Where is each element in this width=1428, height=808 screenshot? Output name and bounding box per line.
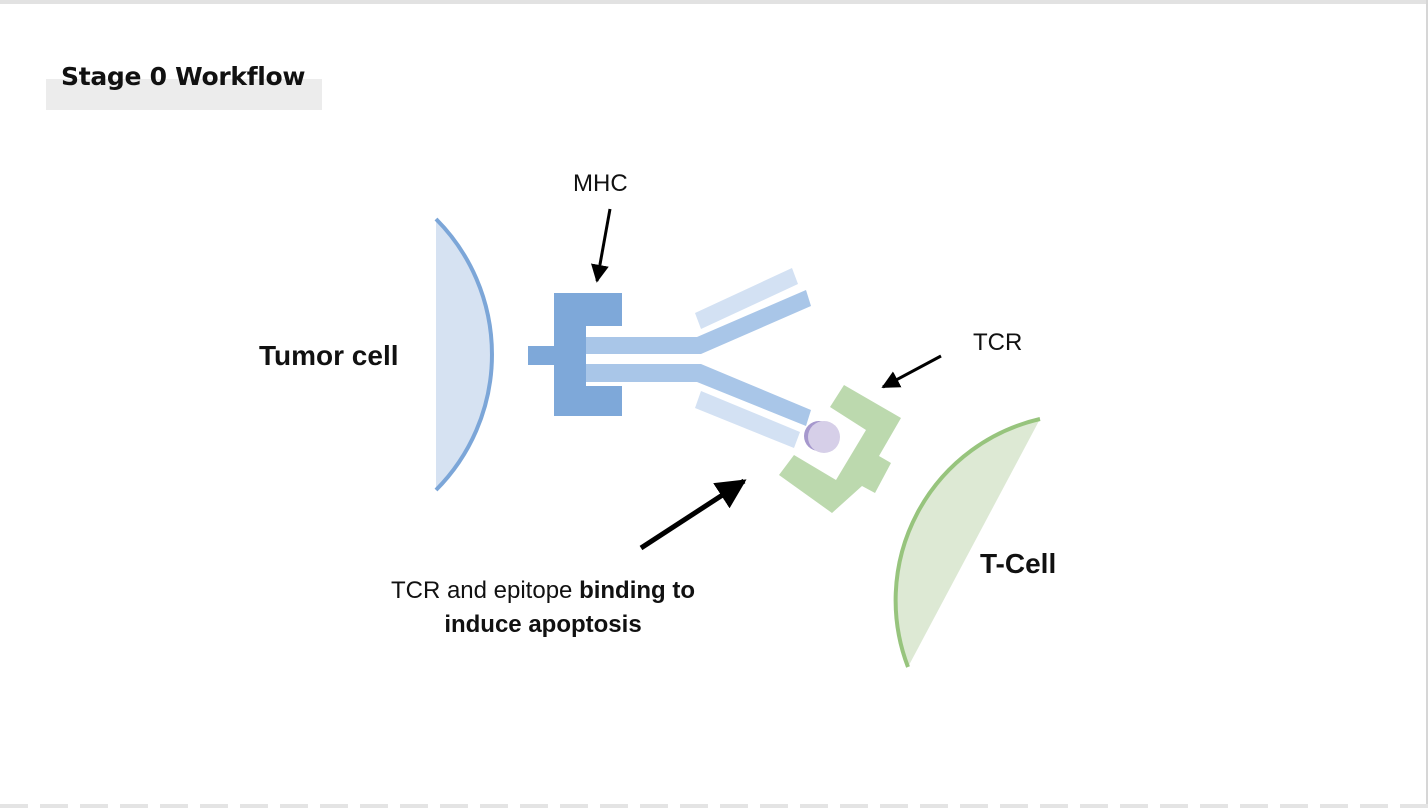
page-title: Stage 0 Workflow	[61, 62, 306, 91]
tcr-arrow	[881, 354, 942, 389]
title-highlight	[46, 79, 322, 110]
binding-caption-normal: TCR and epitope	[390, 577, 580, 604]
mhc-molecule	[528, 293, 622, 416]
binding-arrow	[639, 478, 747, 551]
epitope	[804, 421, 840, 453]
mhc-label: MHC	[573, 170, 628, 197]
right-border	[1426, 0, 1428, 808]
top-border	[0, 0, 1428, 4]
antibody-light-chains	[695, 268, 800, 448]
tumor-cell-shape	[436, 219, 492, 490]
t-cell-label: T-Cell	[980, 548, 1057, 579]
antibody-arms	[586, 290, 811, 426]
tcr-label: TCR	[973, 329, 1023, 356]
tcr-receptor	[779, 385, 901, 513]
binding-caption: TCR and epitope binding to induce apopto…	[340, 574, 746, 642]
binding-caption-bold-1: binding to	[579, 577, 696, 604]
tumor-cell-label: Tumor cell	[259, 340, 399, 371]
t-cell-shape	[895, 419, 1040, 667]
mhc-arrow	[591, 208, 612, 283]
tumor-cell-membrane	[434, 217, 494, 492]
binding-caption-bold-2: induce apoptosis	[444, 611, 642, 638]
t-cell-membrane	[893, 417, 1041, 668]
bottom-dashed-border	[0, 804, 1428, 808]
